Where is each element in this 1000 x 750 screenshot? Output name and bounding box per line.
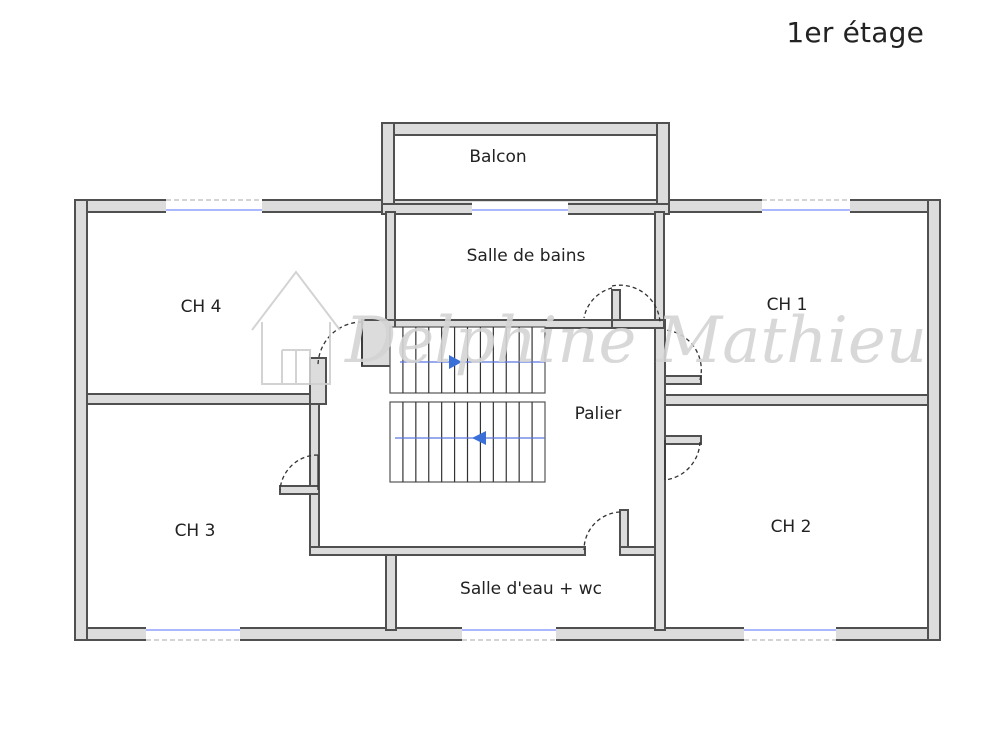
door-bath-arc: [583, 287, 613, 319]
room-label-ch1: CH 1: [767, 295, 808, 315]
walls: [74, 122, 941, 641]
wall-ch1-door-jamb: [664, 375, 702, 385]
outer-wall-right: [927, 199, 941, 641]
watermark-logo: Delphine Mathieu: [251, 270, 927, 385]
stair-arrow-down-icon: [472, 431, 486, 445]
window-eau-mask: [462, 626, 556, 642]
room-label-salle-de-bains: Salle de bains: [467, 246, 586, 266]
doors: [279, 284, 702, 551]
stair-arrow-up-icon: [449, 355, 462, 369]
outer-wall-left: [74, 199, 88, 641]
room-label-ch4: CH 4: [181, 297, 222, 317]
wall-ch4-ch3: [86, 393, 324, 405]
door-ch1-arc: [664, 329, 702, 381]
balcony-wall-right: [656, 122, 670, 213]
room-label-palier: Palier: [575, 404, 622, 424]
wall-palier-bottom: [309, 546, 586, 556]
wall-ch2-door-jamb: [664, 435, 702, 445]
windows: [146, 198, 850, 642]
door-ch1-arc-top: [611, 284, 661, 323]
stair-treads-lower: [402, 402, 533, 482]
wall-ch1-ch2: [664, 394, 929, 406]
balcony-wall-left: [381, 122, 395, 213]
watermark-text: Delphine Mathieu: [344, 304, 927, 378]
door-ch2-arc: [664, 441, 701, 481]
door-ch3-arc: [279, 454, 319, 491]
wall-palier-ch4-jamb: [309, 357, 327, 405]
room-label-ch3: CH 3: [175, 521, 216, 541]
window-bath-mask: [472, 202, 568, 216]
door-ch4-arc: [317, 321, 363, 367]
wall-ch3-door-jamb: [279, 485, 320, 495]
room-labels: Balcon Salle de bains CH 4 CH 1 Palier C…: [175, 147, 812, 599]
room-label-balcon: Balcon: [469, 147, 526, 167]
staircase: [389, 326, 546, 483]
door-eau-arc: [583, 511, 621, 551]
wall-ch3-eau: [385, 553, 397, 631]
window-ch2-mask: [744, 626, 836, 642]
watermark-window-icon: [281, 349, 311, 384]
wall-ch1-corner: [611, 319, 665, 329]
room-label-salle-eau: Salle d'eau + wc: [460, 579, 602, 599]
floor-label: 1er étage: [786, 16, 924, 49]
balcony-wall-top: [381, 122, 670, 136]
window-ch3-mask: [146, 626, 240, 642]
room-label-ch2: CH 2: [771, 517, 812, 537]
stair-treads-upper: [402, 327, 533, 393]
